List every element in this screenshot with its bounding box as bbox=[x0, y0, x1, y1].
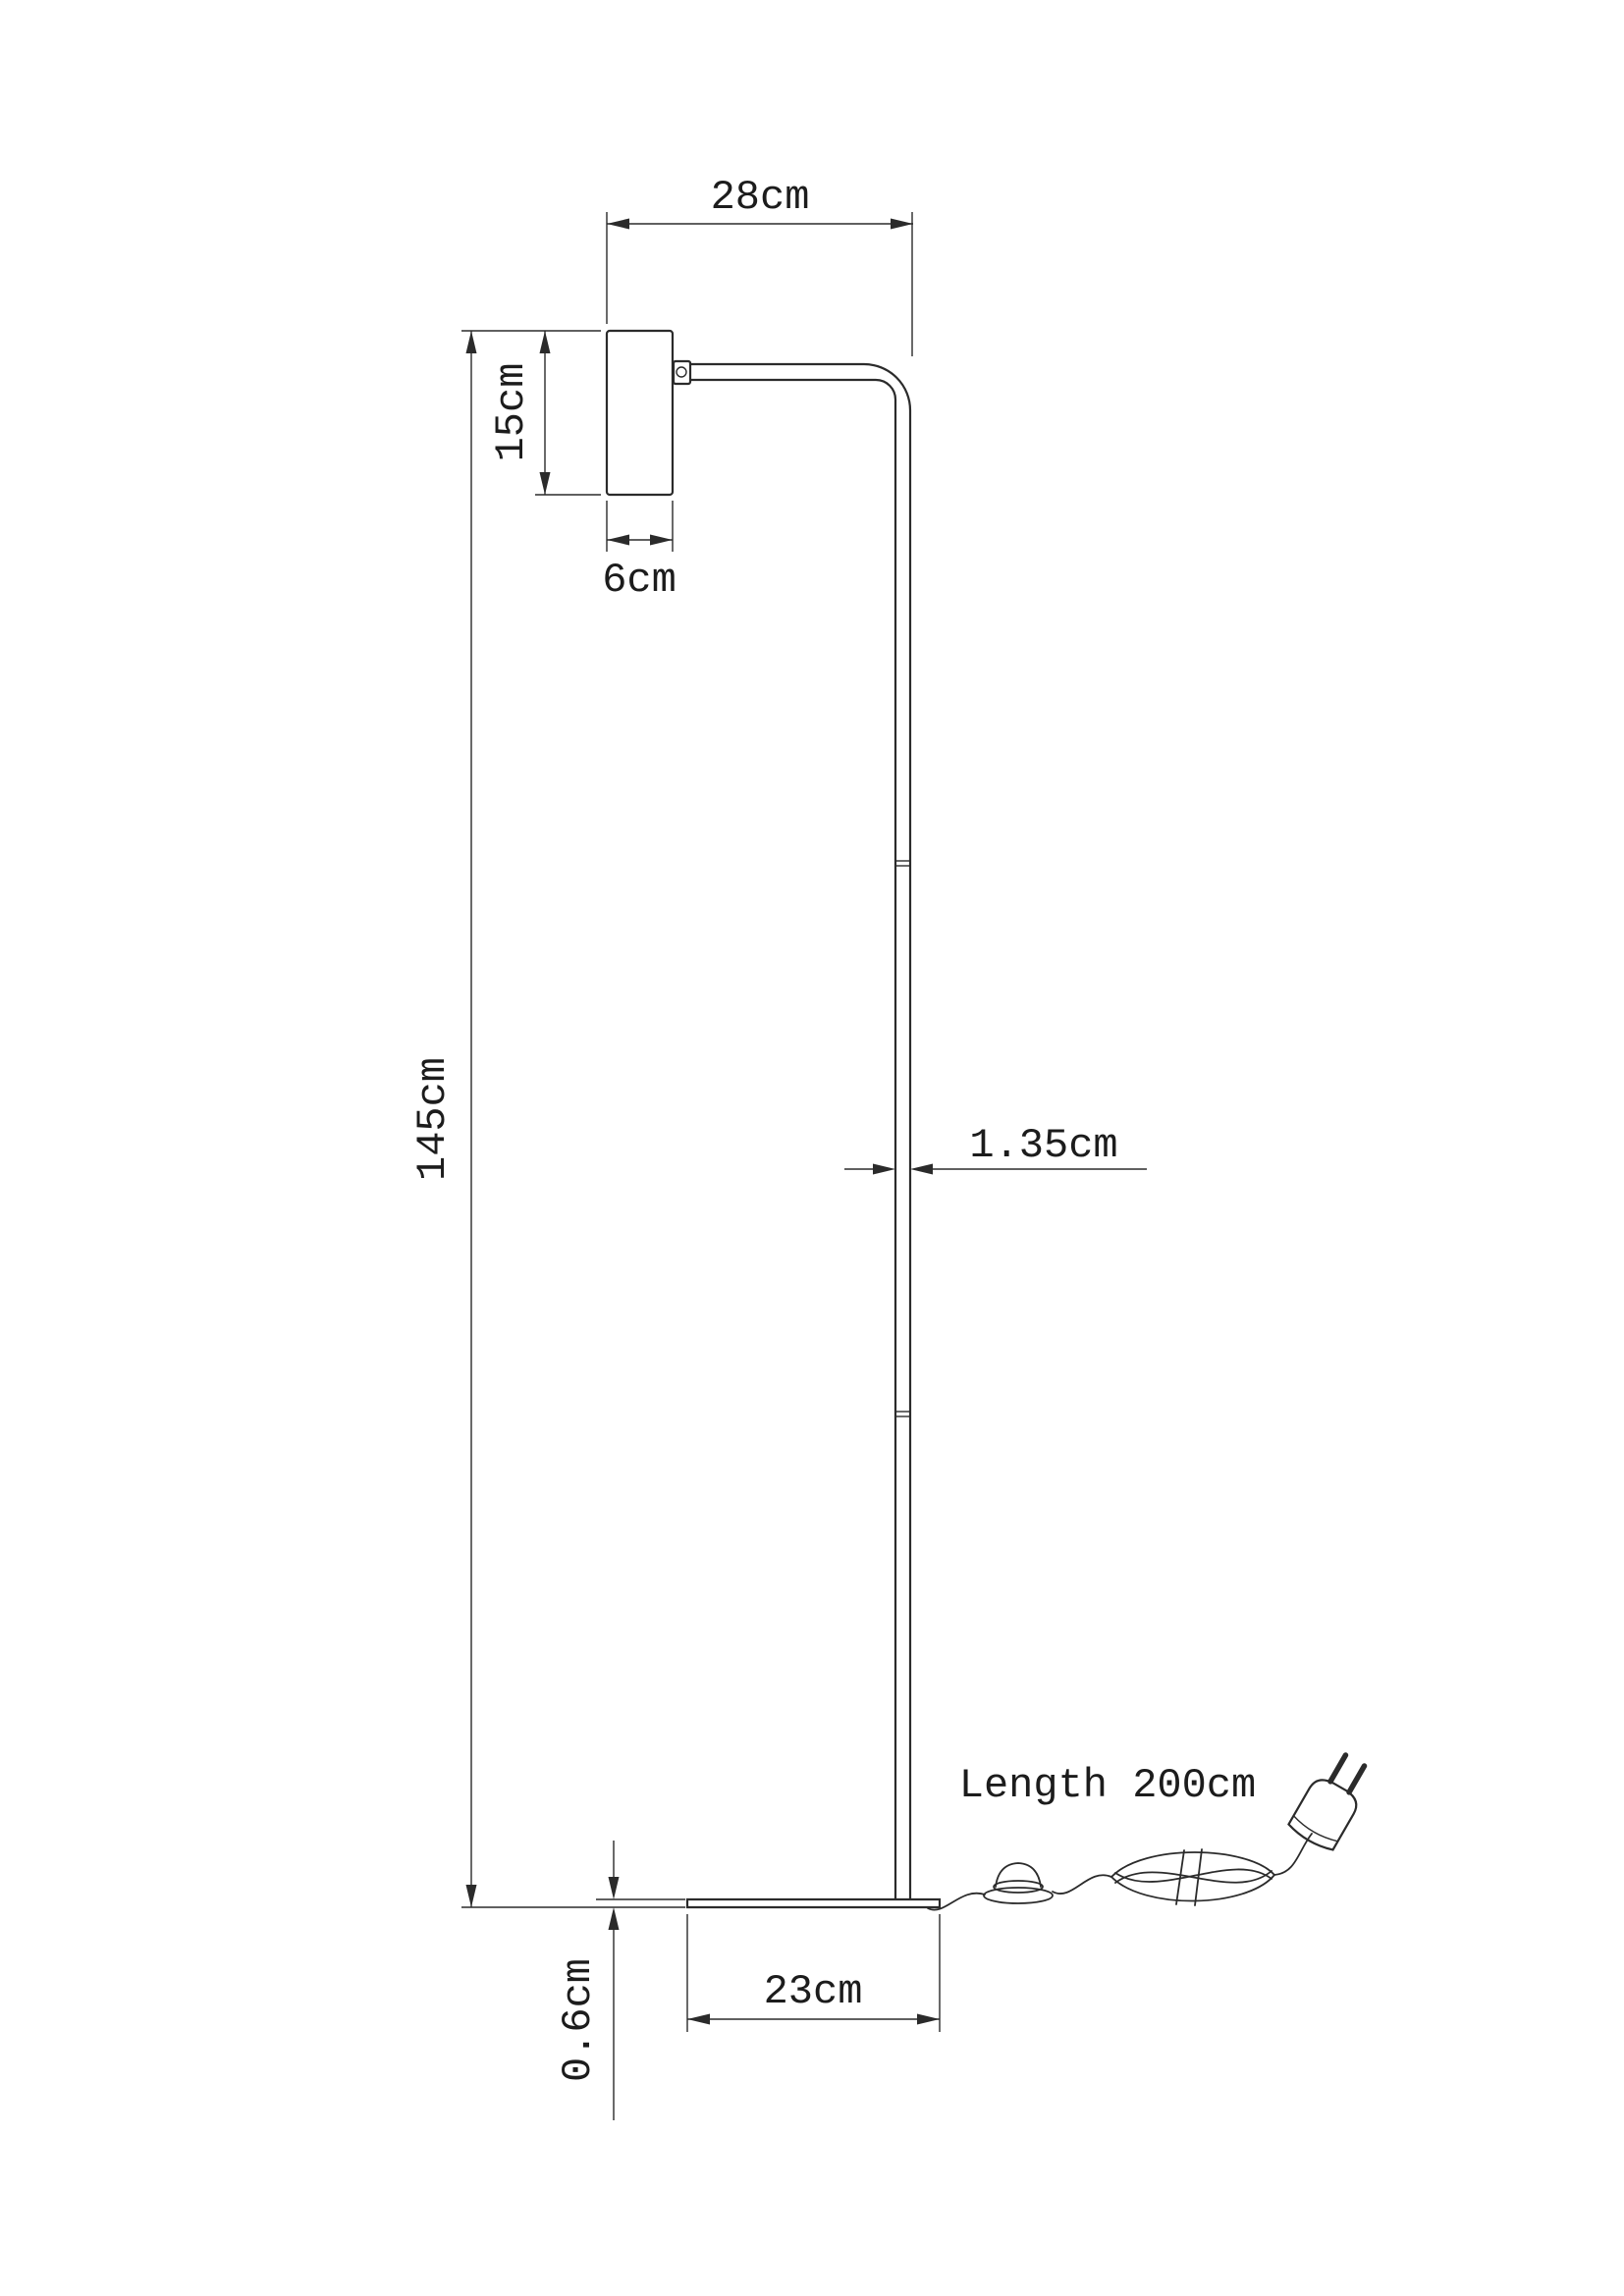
dim-label-base-thickness: 0.6cm bbox=[555, 1958, 602, 2082]
dimension-head-width: 28cm bbox=[606, 174, 913, 356]
dimension-base-length: 23cm bbox=[686, 1914, 941, 2032]
base-plate bbox=[685, 1897, 942, 1909]
dim-label-head-height: 15cm bbox=[488, 363, 535, 462]
cord-coil bbox=[1110, 1848, 1275, 1906]
pole-inner-line bbox=[690, 378, 897, 1899]
dimension-base-thickness: 0.6cm bbox=[555, 1841, 685, 2120]
dim-label-head-width: 28cm bbox=[711, 174, 810, 221]
foot-switch bbox=[983, 1862, 1054, 1904]
lamp-head-pivot-bracket bbox=[672, 359, 692, 386]
dimension-head-height: 15cm bbox=[488, 331, 601, 496]
label-cord-length: Length 200cm bbox=[959, 1762, 1256, 1809]
pole-joint-lower bbox=[895, 1411, 910, 1417]
dim-label-head-diameter: 6cm bbox=[602, 557, 677, 604]
dim-label-base-length: 23cm bbox=[764, 1968, 863, 2015]
lamp-base bbox=[685, 1897, 942, 1909]
cord-segment-switch-to-coil bbox=[1052, 1874, 1112, 1895]
dimension-pole-diameter: 1.35cm bbox=[844, 1122, 1147, 1175]
dim-label-pole-diameter: 1.35cm bbox=[969, 1122, 1117, 1169]
power-plug-icon bbox=[1287, 1752, 1368, 1851]
dimension-head-diameter: 6cm bbox=[602, 501, 677, 604]
cord-segment-base-to-switch bbox=[927, 1892, 986, 1911]
lamp-head-pivot-icon bbox=[676, 366, 687, 378]
pole-outer-line bbox=[690, 362, 912, 1899]
lamp-head-cylinder bbox=[605, 329, 675, 497]
dim-label-total-height: 145cm bbox=[409, 1057, 457, 1181]
lamp-arm-and-pole bbox=[690, 362, 912, 1899]
lamp-head bbox=[605, 329, 692, 497]
cord-segment-coil-to-plug bbox=[1273, 1833, 1313, 1876]
power-cord bbox=[927, 1752, 1368, 1911]
pole-joint-upper bbox=[895, 860, 910, 867]
dimension-total-height: 145cm bbox=[409, 330, 685, 1908]
